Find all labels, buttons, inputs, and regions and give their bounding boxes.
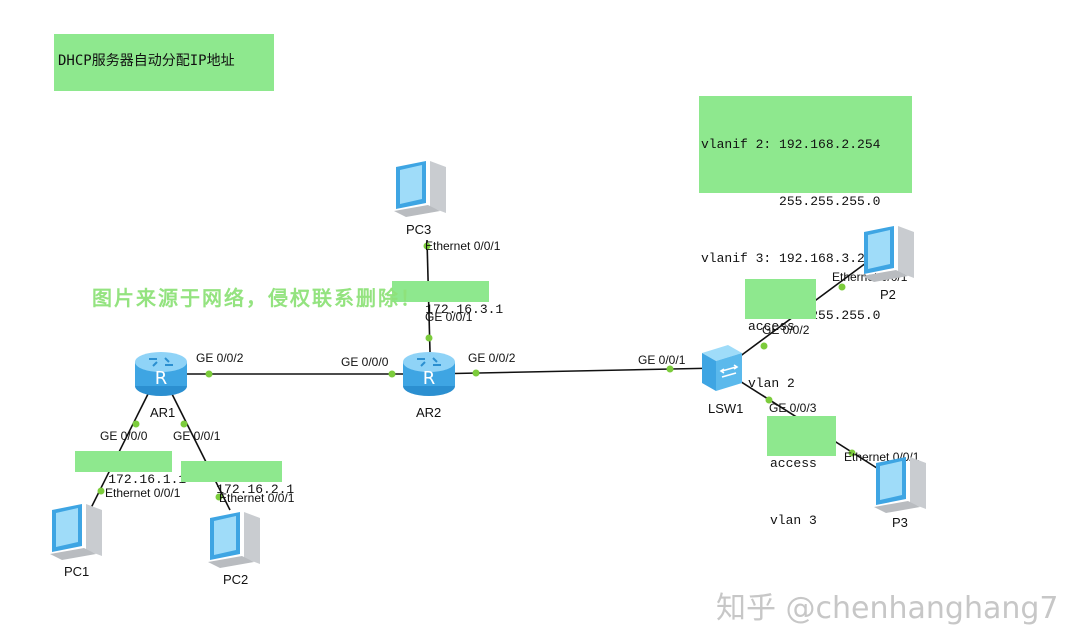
- port-label-ar1-ge001: GE 0/0/1: [173, 429, 221, 443]
- port-label-pc1-eth: Ethernet 0/0/1: [105, 486, 181, 500]
- port-label-lsw1-ge003: GE 0/0/3: [769, 401, 817, 415]
- vlan2-line-1: access: [748, 319, 795, 334]
- port-dots: [97, 242, 856, 501]
- vlanif-line-2: 255.255.255.0: [701, 194, 881, 209]
- port-label-pc3-eth: Ethernet 0/0/1: [425, 239, 501, 253]
- port-label-pc2-eth: Ethernet 0/0/1: [219, 491, 295, 505]
- pc-pc2[interactable]: [206, 508, 262, 570]
- ip-text: 172.16.1.1: [108, 472, 187, 487]
- svg-text:R: R: [423, 368, 436, 389]
- device-label-pc3: PC3: [406, 222, 432, 237]
- device-label-ar2: AR2: [416, 405, 442, 420]
- svg-text:R: R: [155, 368, 168, 389]
- port-label-ar2-ge001: GE 0/0/1: [425, 310, 473, 324]
- port-dot: [180, 420, 188, 428]
- ip-label-ar2-pc3: 172.16.3.1: [392, 281, 503, 317]
- device-label-p2: P2: [880, 287, 896, 302]
- source-notice-watermark: 图片来源于网络，侵权联系删除！: [92, 286, 422, 310]
- port-dot: [132, 420, 140, 428]
- port-label-ar1-ge000: GE 0/0/0: [100, 429, 148, 443]
- port-dot: [838, 283, 846, 291]
- switch-icon: [702, 345, 742, 391]
- port-label-ar1-ge002: GE 0/0/2: [196, 351, 244, 365]
- pc-icon: [874, 457, 926, 513]
- port-label-lsw1-ge002: GE 0/0/2: [762, 323, 810, 337]
- vlan2-label-box: access vlan 2: [745, 279, 816, 391]
- port-label-ar2-ge002: GE 0/0/2: [468, 351, 516, 365]
- vlan3-line-1: access: [770, 456, 817, 471]
- vlanif-line-1: vlanif 2: 192.168.2.254: [701, 137, 881, 152]
- device-label-lsw1: LSW1: [708, 401, 744, 416]
- pc-icon: [862, 226, 914, 282]
- router-ar1[interactable]: R: [133, 346, 189, 398]
- port-dot: [666, 365, 674, 373]
- ip-text: 172.16.2.1: [216, 482, 295, 497]
- port-label-lsw1-ge001: GE 0/0/1: [638, 353, 686, 367]
- router-icon: R: [135, 352, 187, 396]
- router-icon: R: [403, 352, 455, 396]
- pc-p3[interactable]: [872, 453, 928, 515]
- device-label-pc2: PC2: [223, 572, 249, 587]
- device-label-pc1: PC1: [64, 564, 90, 579]
- pc-pc3[interactable]: [392, 157, 448, 219]
- port-dot: [97, 487, 105, 495]
- port-dot: [760, 342, 768, 350]
- pc-pc1[interactable]: [48, 500, 104, 562]
- port-dot: [205, 370, 213, 378]
- port-dot: [472, 369, 480, 377]
- pc-p2[interactable]: [860, 222, 916, 284]
- vlan3-line-2: vlan 3: [770, 513, 817, 528]
- page-title: DHCP服务器自动分配IP地址: [58, 53, 235, 69]
- port-label-ar2-ge000: GE 0/0/0: [341, 355, 389, 369]
- link-ar1-pc2: [169, 389, 231, 511]
- device-label-ar1: AR1: [150, 405, 176, 420]
- device-label-p3: P3: [892, 515, 908, 530]
- pc-icon: [394, 161, 446, 217]
- port-dot: [388, 370, 396, 378]
- vlanif-info-box: vlanif 2: 192.168.2.254 255.255.255.0 vl…: [699, 96, 912, 323]
- pc-icon: [208, 512, 260, 568]
- vlan2-line-2: vlan 2: [748, 376, 795, 391]
- author-watermark: 知乎 @chenhanghang7: [716, 591, 1059, 626]
- port-dot: [848, 449, 856, 457]
- switch-lsw1[interactable]: [698, 343, 744, 393]
- port-dot: [765, 396, 773, 404]
- port-dot: [215, 493, 223, 501]
- router-ar2[interactable]: R: [401, 346, 457, 398]
- ip-label-ar1-ge000: 172.16.1.1: [75, 451, 186, 487]
- vlan3-label-box: access vlan 3: [767, 416, 836, 528]
- port-dot: [425, 334, 433, 342]
- pc-icon: [50, 504, 102, 560]
- port-dot: [423, 242, 431, 250]
- title-box: DHCP服务器自动分配IP地址: [54, 34, 274, 91]
- vlanif-line-3: vlanif 3: 192.168.3.254: [701, 251, 881, 266]
- ip-text: 172.16.3.1: [425, 302, 504, 317]
- ip-label-ar1-ge001: 172.16.2.1: [181, 461, 294, 497]
